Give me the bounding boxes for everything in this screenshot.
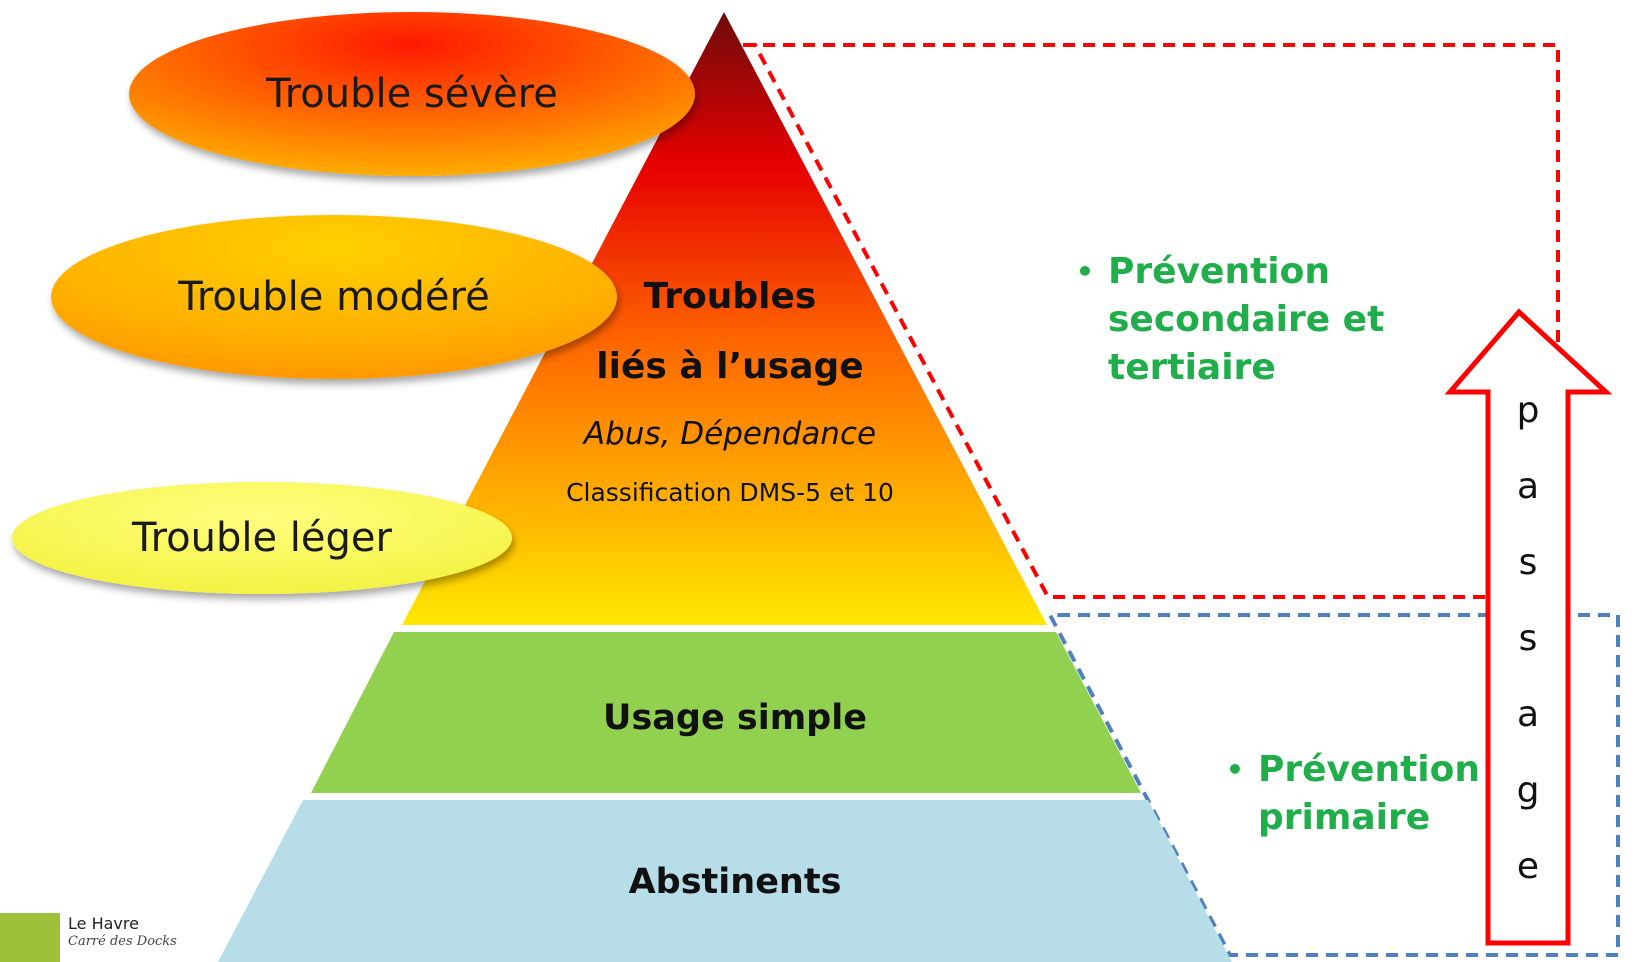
ellipse-moderate [51,215,617,379]
passage-letter: a [1516,466,1540,507]
bullet-icon: • [1226,753,1244,786]
passage-letter: a [1516,694,1540,735]
prevention-primary-line-1: Prévention [1258,749,1480,790]
passage-letter: e [1516,846,1540,887]
pyramid-bottom-label: Abstinents [628,862,842,902]
pyramid-middle-label: Usage simple [603,698,867,738]
pyramid-bottom-layer [218,800,1232,962]
pyramid-middle-layer [311,632,1141,793]
label-trouble-modere: Trouble modéré [178,274,490,320]
logo-subtitle: Carré des Docks [68,934,177,949]
prevention-secondary-line-2: secondaire et [1108,299,1385,340]
pyramid-top-subtitle: Abus, Dépendance [583,416,877,452]
ellipse-severe [129,12,695,176]
prevention-secondary-line-1: Prévention [1108,251,1330,292]
pyramid-top-title-1: Troubles [643,276,817,317]
ellipse-light [12,482,512,594]
prevention-primary-line-2: primaire [1258,797,1431,838]
passage-letter: s [1518,618,1538,659]
logo-icon [0,913,60,962]
bullet-icon: • [1076,255,1094,288]
pyramid-top-classification: Classification DMS-5 et 10 [566,478,894,507]
prevention-secondary-line-3: tertiaire [1108,347,1276,388]
passage-arrow [1444,308,1613,946]
label-trouble-severe: Trouble sévère [266,71,558,117]
passage-letter: g [1516,770,1540,811]
prevention-secondary: • Prévention secondaire et tertiaire [1076,248,1438,392]
label-trouble-leger: Trouble léger [132,515,392,561]
passage-letter: s [1518,542,1538,583]
red-dashed-frame [723,43,1560,599]
prevention-primary: • Prévention primaire [1226,746,1488,842]
pyramid-top-title-2: liés à l’usage [596,346,864,387]
passage-letter: p [1516,390,1540,431]
pyramid-top-layer [402,12,1047,625]
logo-title: Le Havre [68,914,139,933]
